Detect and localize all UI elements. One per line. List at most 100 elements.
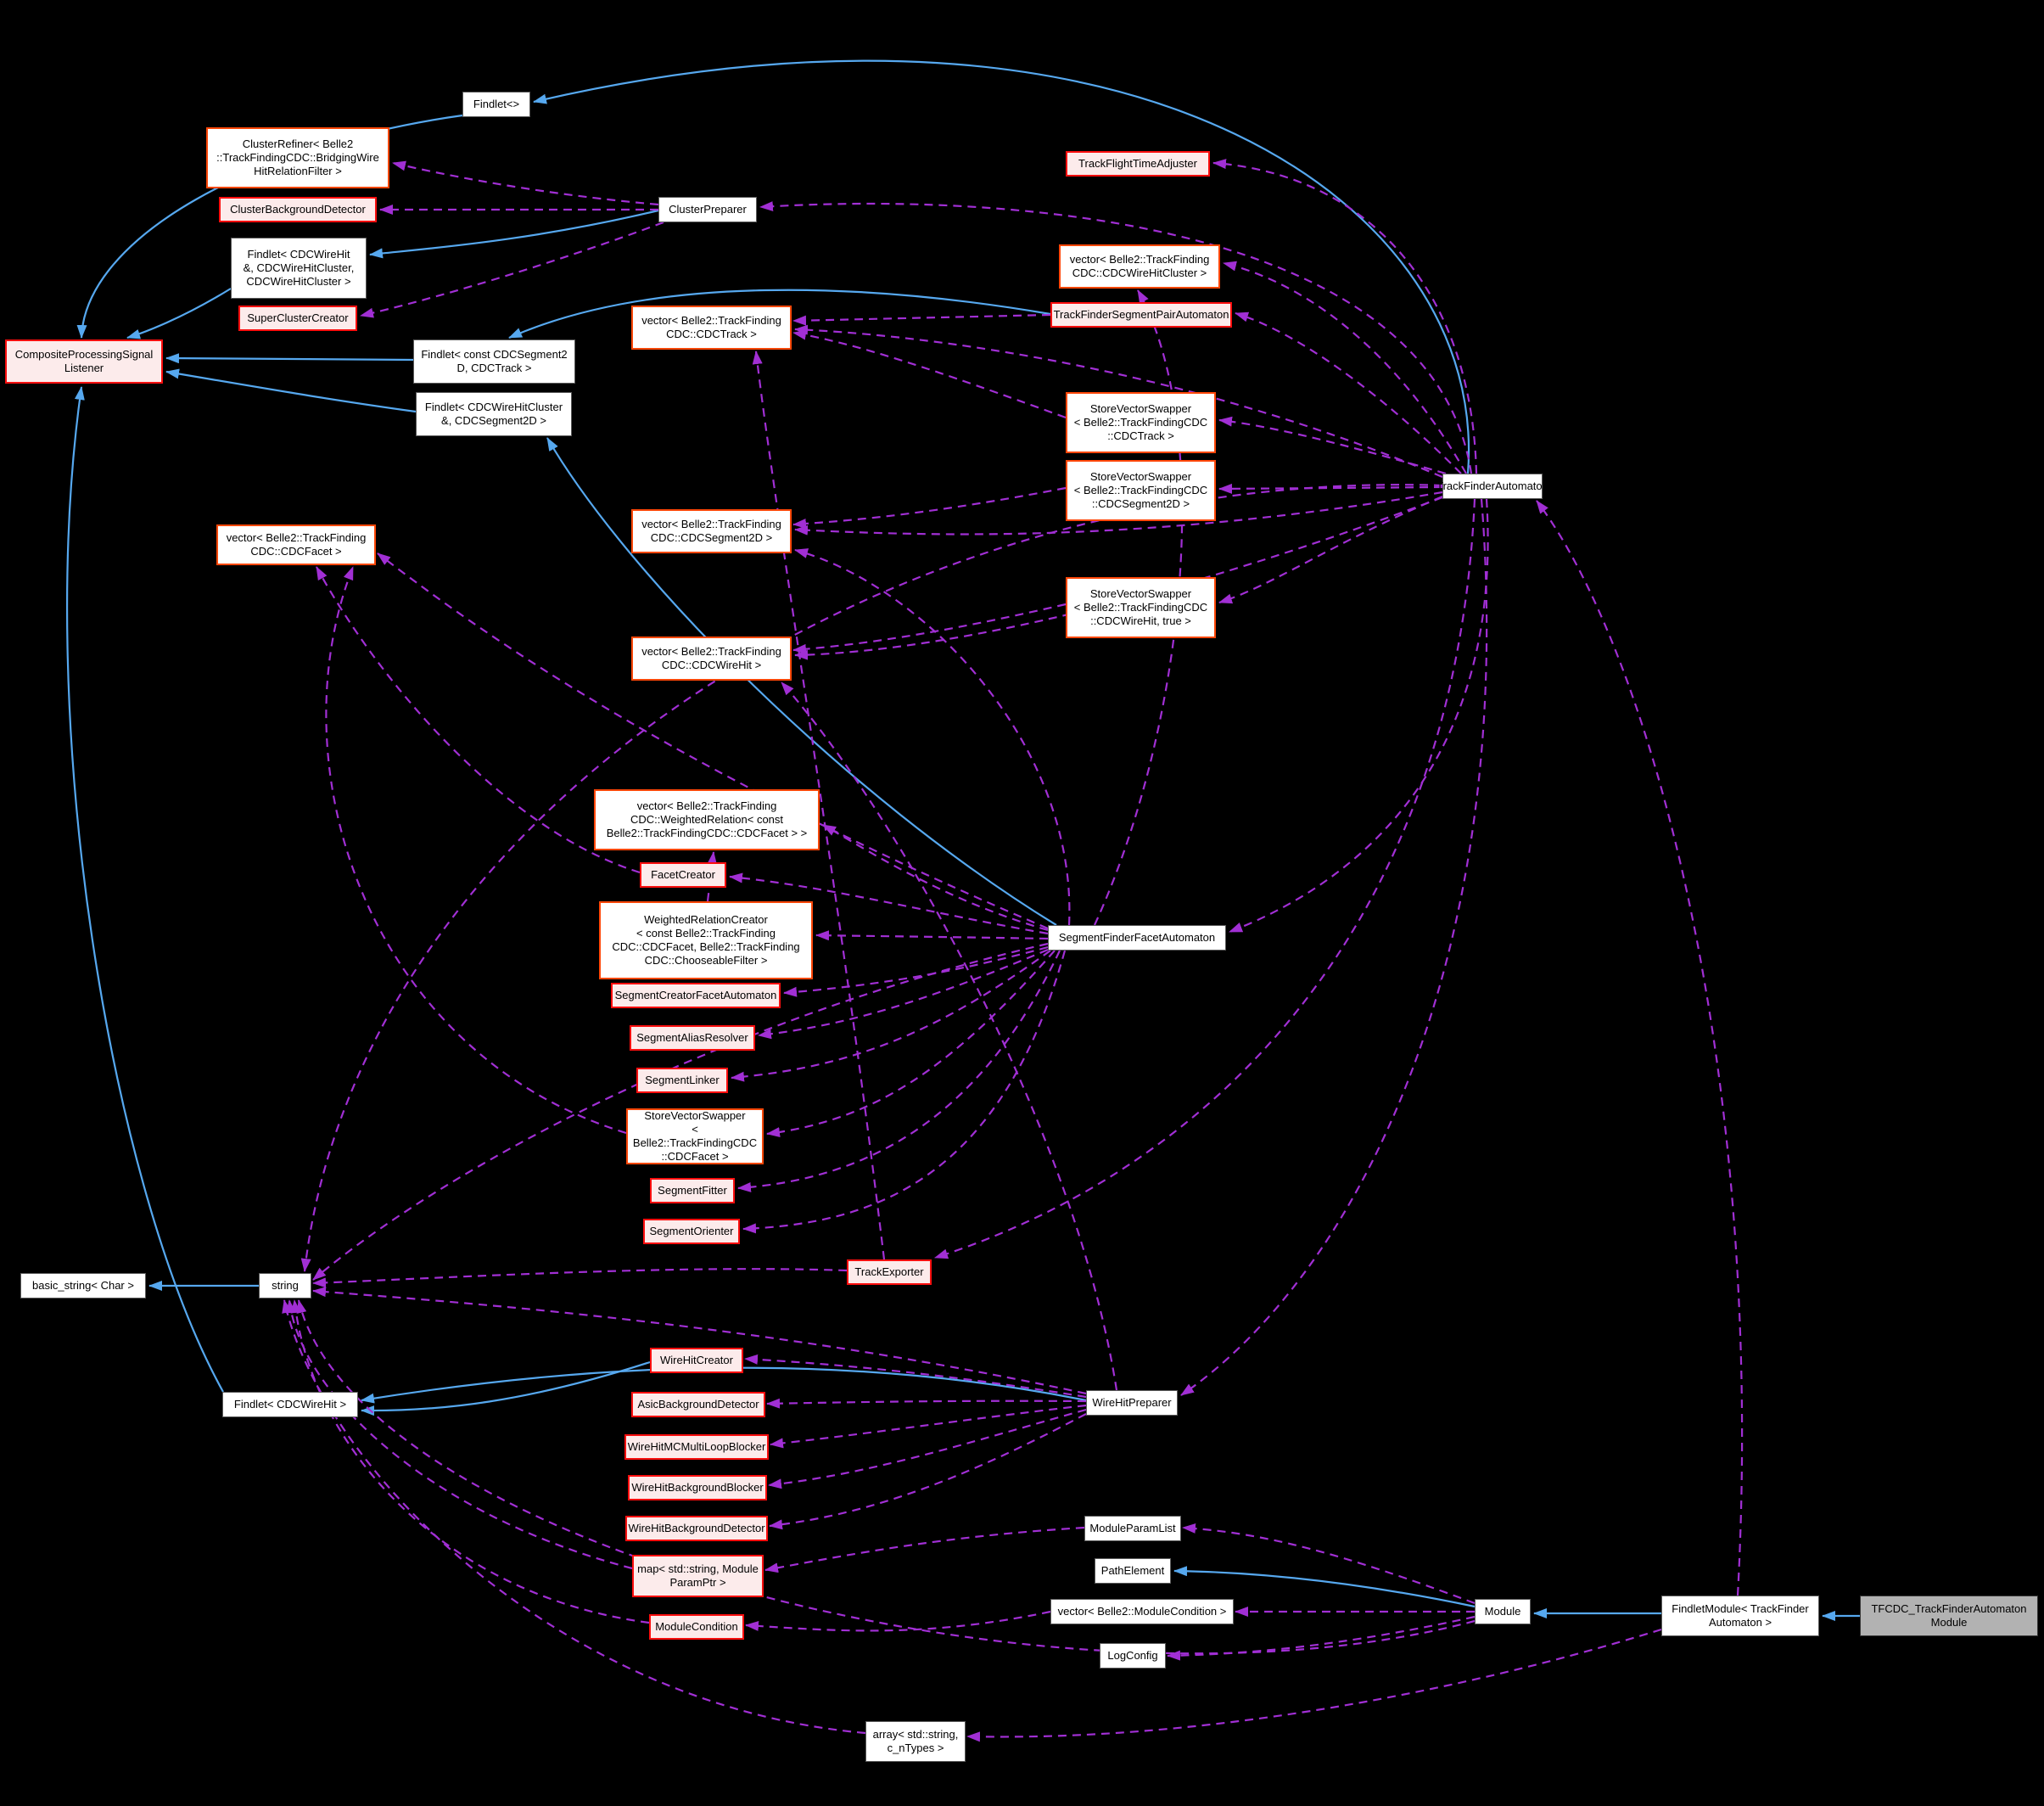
node-vec-modulecondition[interactable]: vector< Belle2::ModuleCondition > — [1050, 1599, 1234, 1624]
edge-wirehit-creator-to-findlet-wirehit — [361, 1360, 651, 1416]
edge-svs-facet-to-vec-facet — [325, 566, 627, 1135]
node-wirehit-background-blocker[interactable]: WireHitBackgroundBlocker — [628, 1475, 767, 1500]
edge-array-ntypes-to-string — [282, 1299, 866, 1735]
node-track-exporter[interactable]: TrackExporter — [847, 1259, 932, 1285]
node-module-condition[interactable]: ModuleCondition — [649, 1614, 744, 1640]
node-label: Findlet< CDCWireHit > — [233, 1398, 347, 1411]
node-cluster-refiner[interactable]: ClusterRefiner< Belle2 ::TrackFindingCDC… — [206, 127, 389, 188]
node-tfa[interactable]: TrackFinderAutomaton — [1436, 474, 1548, 499]
edge-module-to-module-param-list — [1182, 1523, 1476, 1605]
node-findlet-whc-seg2d[interactable]: Findlet< CDCWireHitCluster &, CDCSegment… — [416, 392, 572, 436]
node-label: SegmentCreatorFacetAutomaton — [614, 989, 777, 1001]
node-module-param-list[interactable]: ModuleParamList — [1084, 1516, 1181, 1541]
node-findlet[interactable]: Findlet<> — [462, 92, 530, 117]
node-vec-wirehitcluster[interactable]: vector< Belle2::TrackFinding CDC::CDCWir… — [1059, 244, 1220, 289]
node-cluster-preparer[interactable]: ClusterPreparer — [658, 197, 757, 222]
node-findlet-wirehit3[interactable]: Findlet< CDCWireHit &, CDCWireHitCluster… — [231, 238, 367, 299]
node-seg-alias-resolver[interactable]: SegmentAliasResolver — [630, 1025, 755, 1051]
edge-module-param-list-to-map-moduleparamptr — [764, 1526, 1085, 1573]
edge-module-to-log-config — [1167, 1615, 1476, 1661]
node-vec-track[interactable]: vector< Belle2::TrackFinding CDC::CDCTra… — [631, 306, 792, 350]
edge-map-moduleparamptr-to-string — [285, 1299, 633, 1570]
edge-module-to-path-element — [1173, 1566, 1476, 1608]
node-svs-track[interactable]: StoreVectorSwapper < Belle2::TrackFindin… — [1066, 392, 1216, 453]
node-composite[interactable]: CompositeProcessingSignal Listener — [5, 339, 163, 384]
edge-findlet-wirehit-to-composite — [66, 386, 224, 1393]
node-basic-string[interactable]: basic_string< Char > — [20, 1273, 146, 1298]
node-tf-segpair[interactable]: TrackFinderSegmentPairAutomaton — [1050, 302, 1232, 328]
node-wirehit-background-detector[interactable]: WireHitBackgroundDetector — [625, 1516, 768, 1541]
edge-sffa-to-vec-facet — [377, 552, 1049, 930]
node-findlet-seg2d-track[interactable]: Findlet< const CDCSegment2 D, CDCTrack > — [413, 339, 575, 384]
node-svs-seg2d[interactable]: StoreVectorSwapper < Belle2::TrackFindin… — [1066, 460, 1216, 521]
edge-svs-track-to-vec-track — [792, 329, 1067, 419]
node-label: basic_string< Char > — [32, 1279, 134, 1292]
node-wirehit-creator[interactable]: WireHitCreator — [650, 1348, 743, 1373]
node-label: WireHitCreator — [660, 1354, 733, 1366]
node-track-flight-time-adjuster[interactable]: TrackFlightTimeAdjuster — [1066, 151, 1210, 177]
node-label: vector< Belle2::TrackFinding CDC::Weight… — [606, 799, 808, 839]
node-cluster-background-detector[interactable]: ClusterBackgroundDetector — [219, 197, 377, 222]
node-label: SegmentFinderFacetAutomaton — [1058, 931, 1216, 944]
node-label: string — [272, 1279, 299, 1292]
node-map-moduleparamptr[interactable]: map< std::string, Module ParamPtr > — [632, 1555, 764, 1597]
edge-tfa-to-svs-wirehit — [1218, 495, 1443, 604]
node-label: StoreVectorSwapper < Belle2::TrackFindin… — [632, 1109, 758, 1163]
node-vec-seg2d[interactable]: vector< Belle2::TrackFinding CDC::CDCSeg… — [631, 509, 792, 553]
node-label: SegmentAliasResolver — [636, 1031, 748, 1044]
edge-cluster-preparer-to-super-cluster-creator — [360, 221, 664, 318]
node-module[interactable]: Module — [1475, 1599, 1531, 1624]
node-log-config[interactable]: LogConfig — [1100, 1643, 1166, 1669]
node-label: TrackFinderAutomaton — [1436, 480, 1548, 492]
node-seg-fitter[interactable]: SegmentFitter — [650, 1178, 735, 1203]
edge-findlet-whc-seg2d-to-composite — [165, 368, 417, 413]
edge-sffa-to-seg-orienter — [742, 950, 1067, 1234]
node-label: ClusterPreparer — [669, 203, 747, 216]
node-label: ClusterRefiner< Belle2 ::TrackFindingCDC… — [216, 137, 379, 177]
node-sffa[interactable]: SegmentFinderFacetAutomaton — [1048, 925, 1226, 951]
edge-tfa-to-track-flight-time-adjuster — [1212, 159, 1478, 474]
node-svs-facet[interactable]: StoreVectorSwapper < Belle2::TrackFindin… — [626, 1108, 764, 1164]
edge-sffa-to-findlet-whc-seg2d — [546, 437, 1057, 926]
node-array-ntypes[interactable]: array< std::string, c_nTypes > — [865, 1721, 966, 1762]
node-label: Module — [1484, 1605, 1521, 1618]
edge-tfa-to-svs-track — [1218, 416, 1447, 475]
node-label: StoreVectorSwapper < Belle2::TrackFindin… — [1073, 402, 1208, 442]
node-label: vector< Belle2::TrackFinding CDC::CDCSeg… — [641, 518, 781, 544]
node-seg-orienter[interactable]: SegmentOrienter — [643, 1219, 740, 1244]
edge-tfa-to-string — [300, 484, 1443, 1272]
node-label: TrackFinderSegmentPairAutomaton — [1053, 308, 1229, 321]
node-findlet-module[interactable]: FindletModule< TrackFinder Automaton > — [1661, 1596, 1819, 1636]
node-asic-background-detector[interactable]: AsicBackgroundDetector — [631, 1392, 765, 1417]
node-label: Findlet< const CDCSegment2 D, CDCTrack > — [421, 348, 568, 374]
edge-track-exporter-to-vec-track — [752, 351, 886, 1260]
node-vec-weightedrel[interactable]: vector< Belle2::TrackFinding CDC::Weight… — [594, 789, 820, 850]
node-label: WireHitBackgroundBlocker — [631, 1481, 764, 1494]
edge-wirehit-preparer-to-wirehit-background-blocker — [768, 1408, 1087, 1489]
node-vec-facet[interactable]: vector< Belle2::TrackFinding CDC::CDCFac… — [216, 524, 376, 565]
node-label: SegmentOrienter — [649, 1225, 734, 1237]
node-label: PathElement — [1100, 1564, 1165, 1577]
node-string[interactable]: string — [259, 1273, 311, 1298]
node-super-cluster-creator[interactable]: SuperClusterCreator — [238, 306, 357, 331]
node-label: WireHitMCMultiLoopBlocker — [627, 1440, 766, 1453]
edge-sffa-to-svs-facet — [766, 950, 1056, 1138]
node-wirehit-mc-multiloop-blocker[interactable]: WireHitMCMultiLoopBlocker — [624, 1434, 769, 1460]
edge-findlet-wirehit3-to-composite — [126, 288, 232, 339]
node-vec-wirehit[interactable]: vector< Belle2::TrackFinding CDC::CDCWir… — [631, 637, 792, 681]
edge-sffa-to-vec-wirehitcluster — [1093, 289, 1184, 926]
node-seg-linker[interactable]: SegmentLinker — [636, 1068, 728, 1093]
edge-tfa-to-sffa — [1229, 498, 1489, 934]
node-wirehit-preparer[interactable]: WireHitPreparer — [1086, 1390, 1178, 1416]
node-findlet-wirehit[interactable]: Findlet< CDCWireHit > — [222, 1392, 358, 1417]
node-tfcdc-module[interactable]: TFCDC_TrackFinderAutomaton Module — [1860, 1596, 2038, 1636]
node-wrc[interactable]: WeightedRelationCreator < const Belle2::… — [599, 901, 813, 979]
node-facet-creator[interactable]: FacetCreator — [640, 862, 726, 888]
node-path-element[interactable]: PathElement — [1095, 1558, 1171, 1584]
node-svs-wirehit[interactable]: StoreVectorSwapper < Belle2::TrackFindin… — [1066, 577, 1216, 638]
edge-wirehit-preparer-to-vec-wirehit — [781, 681, 1118, 1391]
node-label: Findlet< CDCWireHitCluster &, CDCSegment… — [424, 401, 563, 427]
edge-wirehit-preparer-to-wirehit-mc-multiloop-blocker — [770, 1404, 1087, 1449]
node-seg-creator-fa[interactable]: SegmentCreatorFacetAutomaton — [611, 983, 781, 1008]
